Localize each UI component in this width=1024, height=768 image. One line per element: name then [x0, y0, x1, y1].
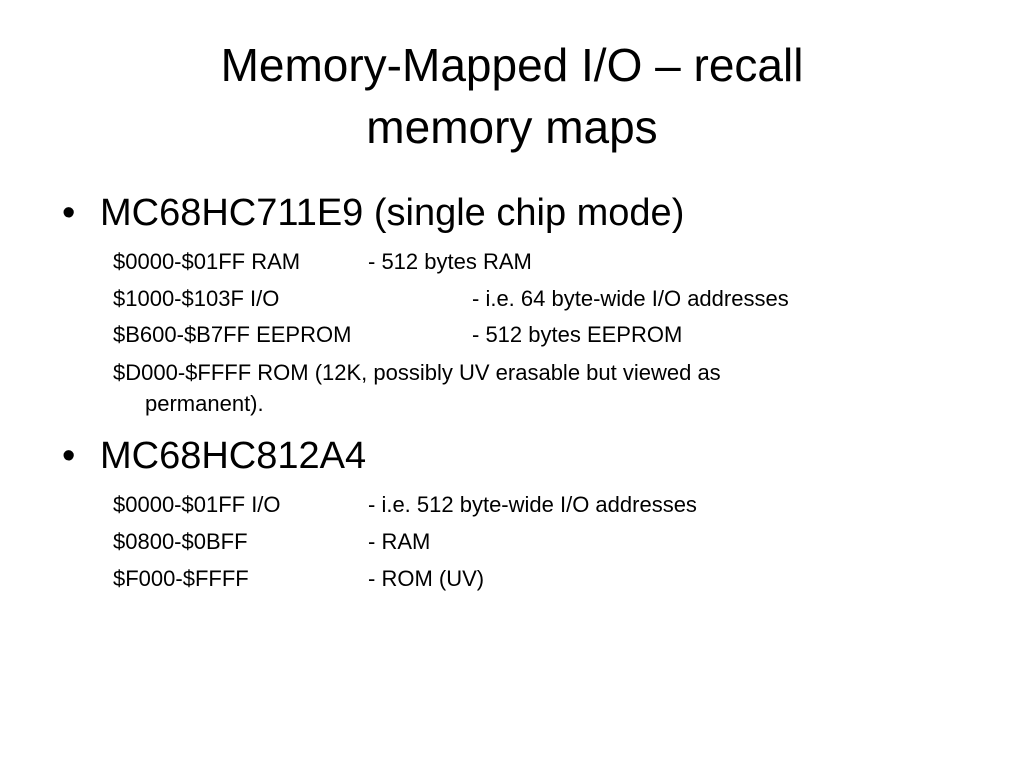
memory-map-row: $0000-$01FF I/O - i.e. 512 byte-wide I/O… [113, 492, 697, 518]
memory-map-row: $0800-$0BFF - RAM [113, 529, 430, 555]
slide-title-line-1: Memory-Mapped I/O – recall [220, 39, 804, 91]
memory-map-row: $B600-$B7FF EEPROM - 512 bytes EEPROM [113, 322, 682, 348]
slide-title: Memory-Mapped I/O – recall memory maps [60, 34, 964, 158]
bullet-heading: MC68HC711E9 (single chip mode) [100, 192, 685, 234]
memory-map-row: $F000-$FFFF - ROM (UV) [113, 566, 484, 592]
address-description: - i.e. 512 byte-wide I/O addresses [368, 492, 697, 517]
address-range: $0000-$01FF I/O [113, 492, 281, 517]
address-description: - RAM [368, 529, 431, 554]
bullet-mc68hc812a4: • MC68HC812A4 [62, 433, 366, 479]
address-range: $F000-$FFFF [113, 566, 249, 591]
bullet-mc68hc711e9: • MC68HC711E9 (single chip mode) [62, 190, 684, 236]
address-description: - ROM (UV) [368, 566, 485, 591]
bullet-heading: MC68HC812A4 [100, 435, 367, 477]
memory-map-row: $1000-$103F I/O - i.e. 64 byte-wide I/O … [113, 286, 789, 312]
bullet-dot: • [62, 435, 76, 477]
address-range: $B600-$B7FF EEPROM [113, 322, 352, 347]
address-description: - 512 bytes RAM [368, 249, 532, 274]
memory-map-row: $D000-$FFFF ROM (12K, possibly UV erasab… [113, 360, 721, 386]
address-range: $0800-$0BFF [113, 529, 248, 554]
address-description: - 512 bytes EEPROM [472, 322, 683, 347]
memory-map-row-continuation: permanent). [145, 391, 264, 416]
address-range: $1000-$103F I/O [113, 286, 280, 311]
slide-title-line-2: memory maps [366, 101, 658, 153]
memory-map-row: $0000-$01FF RAM - 512 bytes RAM [113, 249, 532, 275]
address-range: $0000-$01FF RAM [113, 249, 301, 274]
address-description: - i.e. 64 byte-wide I/O addresses [472, 286, 789, 311]
address-range: $D000-$FFFF ROM (12K, possibly UV erasab… [113, 360, 721, 385]
bullet-dot: • [62, 192, 76, 234]
